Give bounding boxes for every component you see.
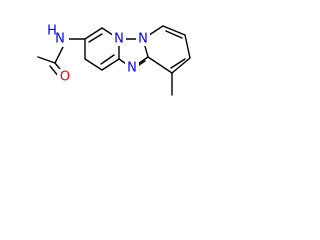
nitrogen-bridgehead-background (136, 32, 150, 46)
nitrogen-imidazole-label: N (127, 61, 137, 76)
bond-ring-c-2 (162, 25, 186, 36)
chemical-structure-diagram: N H O N N N (37, 24, 191, 96)
bond-ring-a-1 (84, 27, 103, 40)
bond-ring-a-inner-2 (100, 54, 115, 65)
bond-ring-c-inner-2 (170, 58, 186, 69)
bond-ring-a-5 (84, 58, 103, 71)
bond-ring-c-5 (147, 56, 173, 74)
bond-ring-c-4 (171, 57, 191, 74)
nitrogen-pyridine-label: N (114, 32, 124, 47)
atom-labels: N H O N N N (47, 24, 150, 85)
oxygen-carbonyl-label: O (60, 70, 70, 85)
oxygen-label-background (57, 69, 73, 85)
nitrogen-amide-label: N (55, 32, 65, 47)
bond-ring-c-inner-1 (165, 30, 183, 39)
bond-acetyl-methyl (37, 56, 56, 64)
bond-ring-a-inner-1 (88, 33, 103, 43)
nitrogen-bridgehead-label: N (138, 32, 148, 47)
bond-amide-cn (54, 46, 64, 64)
nitrogen-pyridine-background (112, 32, 126, 46)
bond-ring-a-4 (101, 58, 120, 71)
hydrogen-amide-label: H (47, 24, 57, 39)
nh-label-background (49, 31, 69, 47)
bond-ring-c-3 (184, 34, 191, 59)
nitrogen-imidazole-background (125, 61, 139, 75)
